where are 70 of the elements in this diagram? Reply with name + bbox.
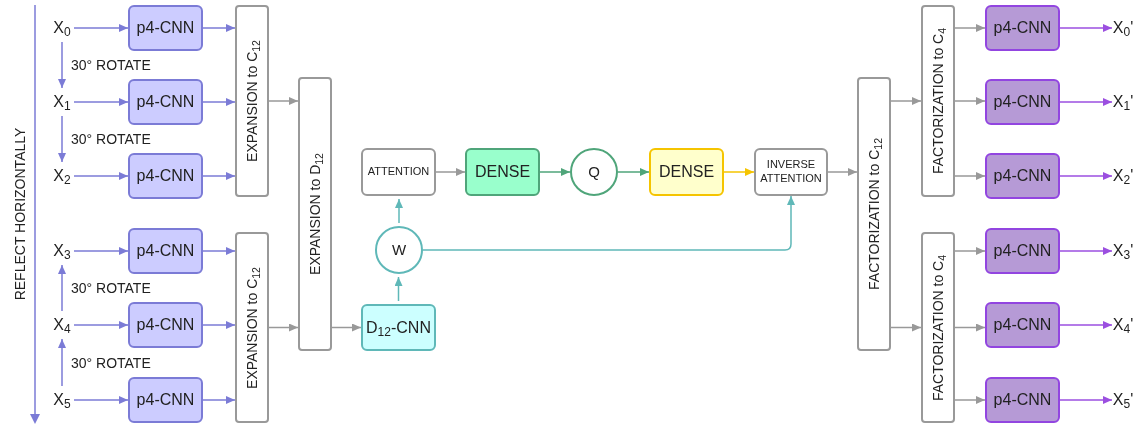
arrow [202,247,236,255]
arrow [73,24,129,32]
arrow [202,396,236,404]
arrow [954,97,986,105]
arrow [58,338,66,387]
arrow [1059,98,1113,106]
variable-label: X$_{3}$' [1112,240,1134,262]
arrow [1059,321,1113,329]
variable-label: X$_{3}$ [50,240,74,262]
variable-label: X$_{2}$' [1112,165,1134,187]
variable-label: X$_{1}$ [50,91,74,113]
arrow [890,323,922,332]
process-box: p4-CNN [985,228,1060,274]
arrow [954,323,986,332]
arrow [890,97,922,105]
arrow [617,168,650,176]
arrow [58,115,66,163]
arrow [1059,247,1113,255]
process-box: p4-CNN [128,377,203,423]
arrow [58,264,66,312]
arrow [1059,24,1113,32]
arrow [394,276,403,302]
arrow [539,168,571,176]
variable-label: X$_{0}$' [1112,17,1134,39]
arrow [202,172,236,180]
arrow [723,168,755,176]
variable-label: X$_{4}$ [50,314,74,336]
arrow [331,323,362,332]
arrow [73,247,129,255]
arrow [827,168,858,176]
process-box: p4-CNN [128,302,203,348]
process-box: p4-CNN [128,5,203,51]
variable-label: X$_{5}$' [1112,389,1134,411]
process-box: p4-CNN [985,153,1060,199]
arrow [395,198,403,224]
arrow [58,41,66,89]
variable-label: X$_{0}$ [50,17,74,39]
arrow [1059,396,1113,404]
arrow [73,98,129,106]
arrow [73,321,129,329]
arrow [954,24,986,32]
variable-label: X$_{5}$ [50,389,74,411]
process-box: p4-CNN [985,377,1060,423]
variable-label: X$_{1}$' [1112,91,1134,113]
arrow [202,24,236,32]
arrow [954,172,986,180]
process-box: p4-CNN [985,79,1060,125]
process-box: p4-CNN [128,79,203,125]
process-box: D$_{12}$-CNN [361,304,436,351]
arrow [1059,172,1113,180]
process-box: p4-CNN [128,228,203,274]
process-box: INVERSE ATTENTION [754,148,828,196]
arrow [268,97,299,105]
process-box: ATTENTION [361,148,436,196]
variable-label: X$_{2}$ [50,165,74,187]
arrow [422,195,795,251]
arrow [435,168,466,176]
process-box: p4-CNN [128,153,203,199]
arrow [73,172,129,180]
process-box: p4-CNN [985,302,1060,348]
arrow [73,396,129,404]
process-box: DENSE [649,148,724,196]
process-box: p4-CNN [985,5,1060,51]
arrow [202,321,236,329]
variable-label: X$_{4}$' [1112,314,1134,336]
process-box: DENSE [465,148,540,196]
arrow [954,396,986,404]
arrow [268,323,299,332]
arrow [202,98,236,106]
arrow [954,247,986,255]
